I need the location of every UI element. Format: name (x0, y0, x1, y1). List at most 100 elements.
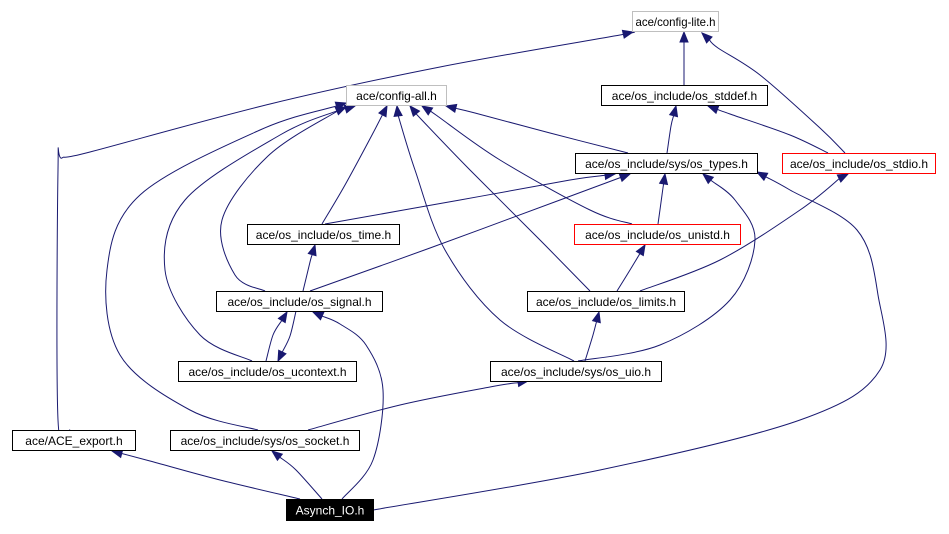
arrowhead (444, 103, 458, 114)
edge-line (56, 31, 635, 443)
arrowhead (343, 104, 357, 114)
node-box (170, 430, 360, 451)
arrowhead (635, 243, 646, 257)
edge-os-limits-to-os-stdio (639, 173, 850, 292)
node-label: ace/os_include/os_ucontext.h (188, 365, 346, 379)
edge-os-time-to-os-types (324, 170, 617, 225)
edge-line (220, 107, 346, 292)
node-box (575, 153, 758, 174)
arrowhead (836, 173, 850, 183)
node-box (574, 224, 741, 245)
edge-asynch-io-to-os-types (372, 171, 887, 511)
arrowhead (701, 173, 715, 185)
node-label: ace/os_include/os_signal.h (227, 295, 371, 309)
node-label: ace/os_include/os_stddef.h (612, 89, 757, 103)
arrowhead (591, 310, 601, 324)
edge-line (121, 453, 301, 500)
node-label: ace/os_include/sys/os_uio.h (501, 365, 651, 379)
node-box (247, 224, 400, 245)
node-box (632, 11, 719, 32)
arrowhead (393, 104, 403, 117)
edge-os-signal-to-os-time (302, 243, 317, 292)
edge-line (666, 115, 675, 154)
edge-line (105, 105, 337, 431)
edge-line (584, 321, 597, 362)
node-os-stddef[interactable]: ace/os_include/os_stddef.h (601, 85, 768, 106)
edge-os-unistd-to-config-all (420, 105, 633, 225)
node-config-all[interactable]: ace/config-all.h (346, 85, 447, 106)
arrowhead (701, 32, 713, 44)
edge-line (309, 177, 621, 292)
edge-os-socket-to-os-uio (307, 377, 530, 431)
node-box (527, 291, 685, 312)
edge-line (428, 109, 633, 225)
edge-line (577, 179, 756, 362)
node-os-time[interactable]: ace/os_include/os_time.h (247, 224, 400, 245)
node-os-types[interactable]: ace/os_include/sys/os_types.h (575, 153, 758, 174)
edge-line (616, 253, 641, 292)
node-label: ace/config-lite.h (636, 15, 716, 29)
node-os-uio[interactable]: ace/os_include/sys/os_uio.h (490, 361, 662, 382)
edge-os-time-to-config-all (321, 104, 388, 225)
node-ace-export[interactable]: ace/ACE_export.h (12, 430, 136, 451)
node-box (286, 499, 374, 521)
node-os-socket[interactable]: ace/os_include/sys/os_socket.h (170, 430, 360, 451)
arrowhead (679, 30, 689, 43)
node-config-lite[interactable]: ace/config-lite.h (632, 11, 719, 32)
edges-layer (56, 29, 887, 511)
node-box (178, 361, 357, 382)
edge-line (414, 112, 591, 292)
node-box (782, 153, 936, 174)
arrowhead (755, 171, 769, 182)
node-label: ace/ACE_export.h (25, 434, 122, 448)
node-os-ucontext[interactable]: ace/os_include/os_ucontext.h (178, 361, 357, 382)
edge-asynch-io-to-ace-export (110, 449, 301, 500)
arrowhead (668, 104, 679, 118)
node-os-limits[interactable]: ace/os_include/os_limits.h (527, 291, 685, 312)
node-os-signal[interactable]: ace/os_include/os_signal.h (216, 291, 383, 312)
edge-ace-export-to-config-lite (56, 29, 635, 443)
edge-os-types-to-config-all (444, 103, 629, 154)
edge-line (324, 174, 606, 225)
node-asynch-io[interactable]: Asynch_IO.h (286, 499, 374, 521)
node-label: ace/os_include/sys/os_socket.h (181, 434, 350, 448)
edge-os-uio-to-os-limits (584, 310, 601, 362)
edge-line (321, 315, 384, 500)
node-label: ace/os_include/os_time.h (256, 228, 391, 242)
edge-line (717, 108, 829, 154)
arrowhead (420, 105, 434, 116)
node-label: Asynch_IO.h (296, 504, 365, 518)
arrowhead (378, 104, 388, 118)
arrowhead (706, 105, 720, 115)
edge-line (281, 310, 297, 353)
edge-asynch-io-to-os-signal (311, 311, 384, 500)
edge-os-stddef-to-config-lite (679, 30, 689, 86)
edge-line (372, 176, 887, 511)
edge-line (396, 110, 575, 362)
node-box (346, 85, 447, 106)
arrowhead (311, 311, 325, 321)
edge-os-uio-to-os-types (577, 173, 756, 362)
edge-os-ucontext-to-os-signal (265, 310, 288, 362)
edge-line (163, 110, 337, 362)
edge-line (307, 382, 519, 431)
node-label: ace/config-all.h (356, 89, 437, 103)
edge-os-unistd-to-os-types (657, 172, 669, 225)
nodes-layer: ace/config-lite.h ace/config-all.h ace/o… (12, 11, 936, 521)
edge-line (321, 114, 383, 225)
arrowhead (409, 104, 421, 118)
edge-line (279, 456, 323, 500)
node-box (216, 291, 383, 312)
node-os-unistd[interactable]: ace/os_include/os_unistd.h (574, 224, 741, 245)
edge-asynch-io-to-os-socket (270, 450, 323, 500)
node-box (12, 430, 136, 451)
arrowhead (277, 310, 288, 324)
edge-line (265, 320, 283, 362)
node-label: ace/os_include/os_unistd.h (585, 228, 730, 242)
edge-os-socket-to-config-all (105, 101, 348, 431)
arrowhead (307, 243, 317, 257)
node-box (490, 361, 662, 382)
node-os-stdio[interactable]: ace/os_include/os_stdio.h (782, 153, 936, 174)
edge-os-stdio-to-os-stddef (706, 105, 829, 154)
edge-line (302, 254, 313, 292)
